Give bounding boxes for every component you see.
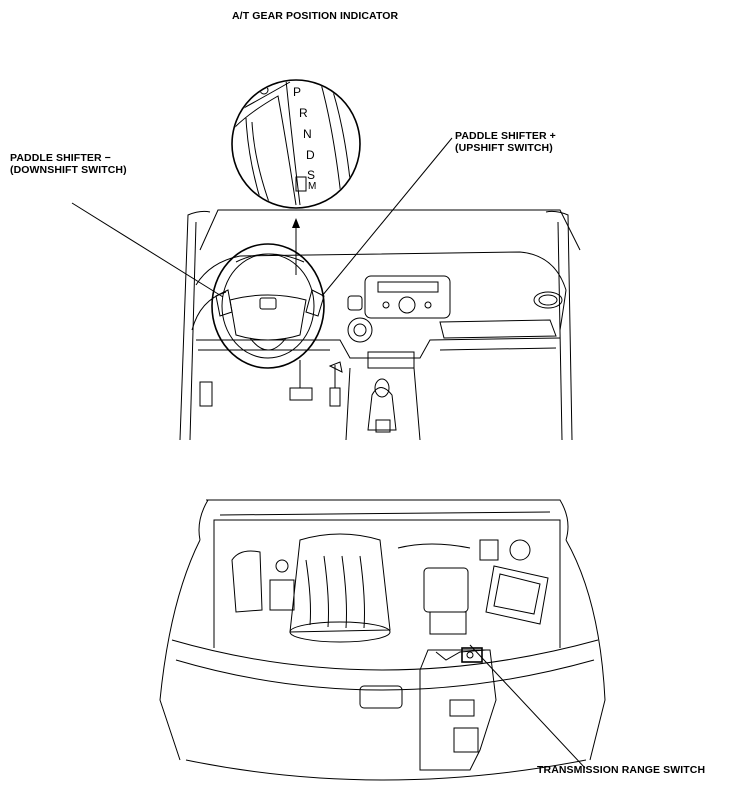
engine-bay-view xyxy=(159,499,606,781)
diagram-title: A/T GEAR POSITION INDICATOR xyxy=(232,10,399,22)
label-paddle-shifter-plus: PADDLE SHIFTER + (UPSHIFT SWITCH) xyxy=(455,130,556,154)
leader-paddle-plus xyxy=(321,137,453,297)
label-transmission-range-switch: TRANSMISSION RANGE SWITCH xyxy=(537,764,706,776)
label-paddle-shifter-minus: PADDLE SHIFTER − (DOWNSHIFT SWITCH) xyxy=(10,152,127,176)
gear-letter-p: P xyxy=(293,85,301,99)
gear-letter-r: R xyxy=(299,106,308,120)
label-paddle-shifter-minus-line1: PADDLE SHIFTER − xyxy=(10,152,111,164)
label-paddle-shifter-plus-line2: (UPSHIFT SWITCH) xyxy=(455,142,553,154)
gear-letter-d: D xyxy=(306,148,315,162)
dashboard-view xyxy=(179,209,581,441)
gear-letter-m: M xyxy=(308,181,316,192)
gear-letter-s: S xyxy=(307,168,315,182)
leader-transmission-range-switch xyxy=(469,644,586,769)
callout-arrow-indicator xyxy=(292,218,300,275)
label-paddle-shifter-minus-line2: (DOWNSHIFT SWITCH) xyxy=(10,164,127,176)
label-paddle-shifter-plus-line1: PADDLE SHIFTER + xyxy=(455,130,556,142)
gear-indicator-callout: P R N D S M xyxy=(231,79,361,209)
gear-letter-n: N xyxy=(303,127,312,141)
